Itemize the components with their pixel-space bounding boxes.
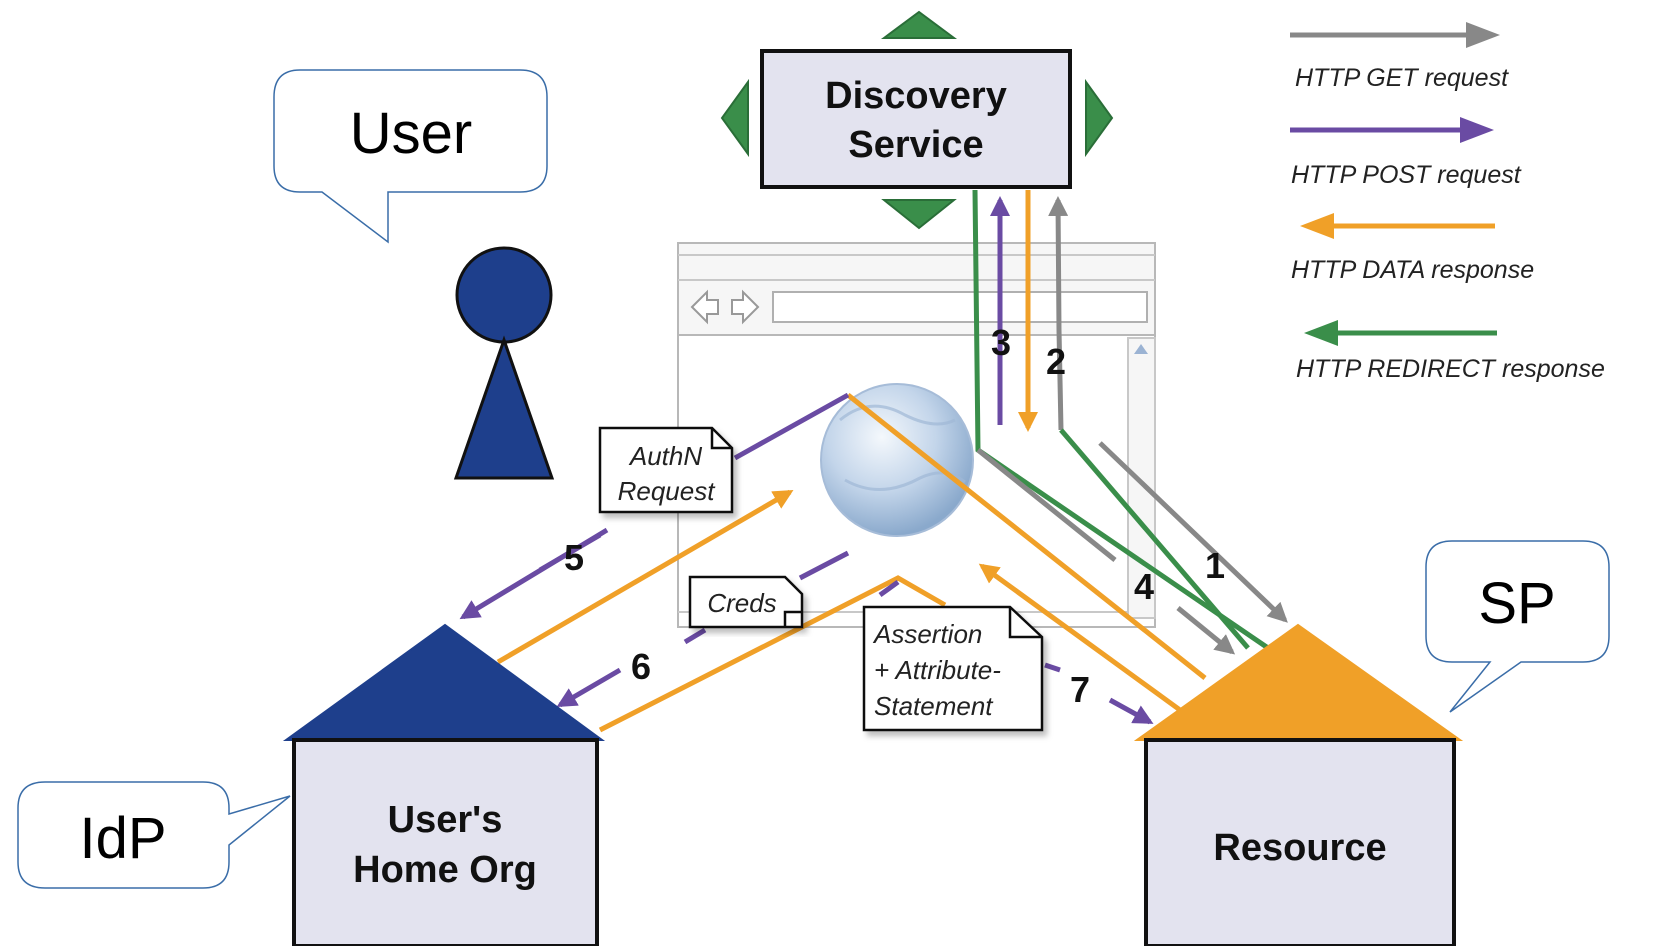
user-callout: User <box>273 69 548 244</box>
scroll-up-icon <box>1134 344 1148 354</box>
arrow-data-idp-upper <box>496 489 794 665</box>
creds-note: Creds <box>688 575 804 629</box>
creds-note-text: Creds <box>707 588 776 618</box>
resource-label: Resource <box>1213 827 1386 869</box>
legend-redirect-label: HTTP REDIRECT response <box>1296 355 1605 383</box>
step-4-label: 4 <box>1134 566 1154 607</box>
authn-note-line2: Request <box>618 476 717 506</box>
triangle-up-icon <box>880 10 958 39</box>
arrow-post-step5 <box>733 392 850 461</box>
step-5-label: 5 <box>564 537 584 578</box>
idp-callout: IdP <box>17 781 291 889</box>
step-3-label: 3 <box>991 322 1011 363</box>
arrow-data-sp-upper <box>846 393 1207 680</box>
sp-callout: SP <box>1425 540 1610 713</box>
legend-redirect: HTTP REDIRECT response <box>1296 320 1605 383</box>
arrow-get-step2 <box>1048 196 1069 431</box>
idp-roof <box>282 623 606 741</box>
browser-scrollbar <box>1127 337 1156 619</box>
discovery-service: Discovery Service <box>720 10 1114 230</box>
triangle-right-icon <box>1085 78 1114 158</box>
step-6-label: 6 <box>631 646 651 687</box>
globe-icon <box>820 383 974 537</box>
discovery-label-line1: Discovery <box>825 75 1007 117</box>
arrow-data-idp-lower <box>598 575 947 733</box>
assertion-note-line3: Statement <box>874 691 994 721</box>
step-1-label: 1 <box>1205 545 1225 586</box>
browser-window <box>677 242 1156 628</box>
idp-home-org: User's Home Org <box>282 623 606 946</box>
discovery-label-line2: Service <box>848 124 983 166</box>
assertion-note-line1: Assertion <box>872 619 982 649</box>
home-org-label-line2: Home Org <box>353 849 537 891</box>
legend-get-label: HTTP GET request <box>1295 64 1509 92</box>
legend: HTTP GET request HTTP POST request HTTP … <box>1290 22 1605 383</box>
arrow-get-step1 <box>1098 441 1288 623</box>
back-forward-arrows-icon <box>690 289 760 325</box>
user-callout-text: User <box>350 101 472 166</box>
triangle-left-icon <box>720 78 749 158</box>
authn-request-note: AuthN Request <box>598 426 734 514</box>
legend-post: HTTP POST request <box>1290 117 1522 189</box>
step-labels: 1 2 3 4 5 6 7 <box>564 322 1225 710</box>
flow-arrows <box>459 189 1288 733</box>
idp-callout-text: IdP <box>79 806 166 871</box>
step-7-label: 7 <box>1070 669 1090 710</box>
arrow-get-step4 <box>976 448 1117 562</box>
step-2-label: 2 <box>1046 341 1066 382</box>
assertion-note: Assertion + Attribute- Statement <box>862 605 1044 732</box>
triangle-down-icon <box>881 199 957 230</box>
sp-callout-text: SP <box>1478 571 1555 636</box>
legend-get: HTTP GET request <box>1290 22 1509 92</box>
arrow-data-step7 <box>978 563 1182 713</box>
home-org-label-line1: User's <box>388 799 503 841</box>
arrow-post-step6 <box>798 550 850 581</box>
legend-data: HTTP DATA response <box>1291 213 1534 284</box>
authn-note-line1: AuthN <box>628 441 702 471</box>
assertion-note-line2: + Attribute- <box>874 655 1001 685</box>
sp-roof <box>1133 623 1464 741</box>
browser-address-bar <box>772 291 1148 323</box>
person-icon <box>453 246 555 480</box>
legend-data-label: HTTP DATA response <box>1291 256 1534 284</box>
sp-resource: Resource <box>1133 623 1464 946</box>
legend-post-label: HTTP POST request <box>1291 161 1522 189</box>
arrow-redirect-sp <box>1059 428 1250 650</box>
